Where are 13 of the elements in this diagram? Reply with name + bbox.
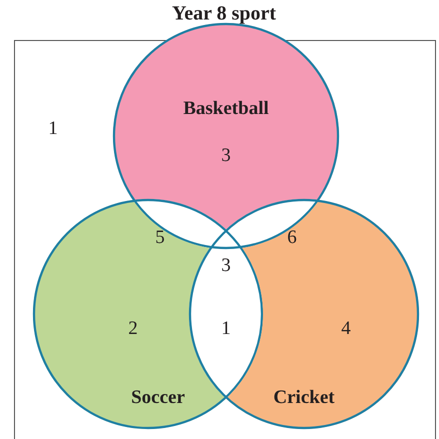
region-count: 3 (221, 255, 231, 277)
region-count: 5 (155, 227, 165, 249)
region-count: 2 (128, 318, 138, 340)
diagram-title: Year 8 sport (172, 2, 276, 26)
region-count: 4 (341, 318, 351, 340)
region-count: 1 (48, 118, 58, 140)
region-count: 3 (221, 145, 231, 167)
region-count: 1 (221, 318, 231, 340)
set-name: Cricket (273, 387, 335, 409)
set-circle (189, 199, 419, 429)
set-name: Basketball (183, 98, 269, 120)
region-count: 6 (287, 227, 297, 249)
set-name: Soccer (131, 387, 185, 409)
